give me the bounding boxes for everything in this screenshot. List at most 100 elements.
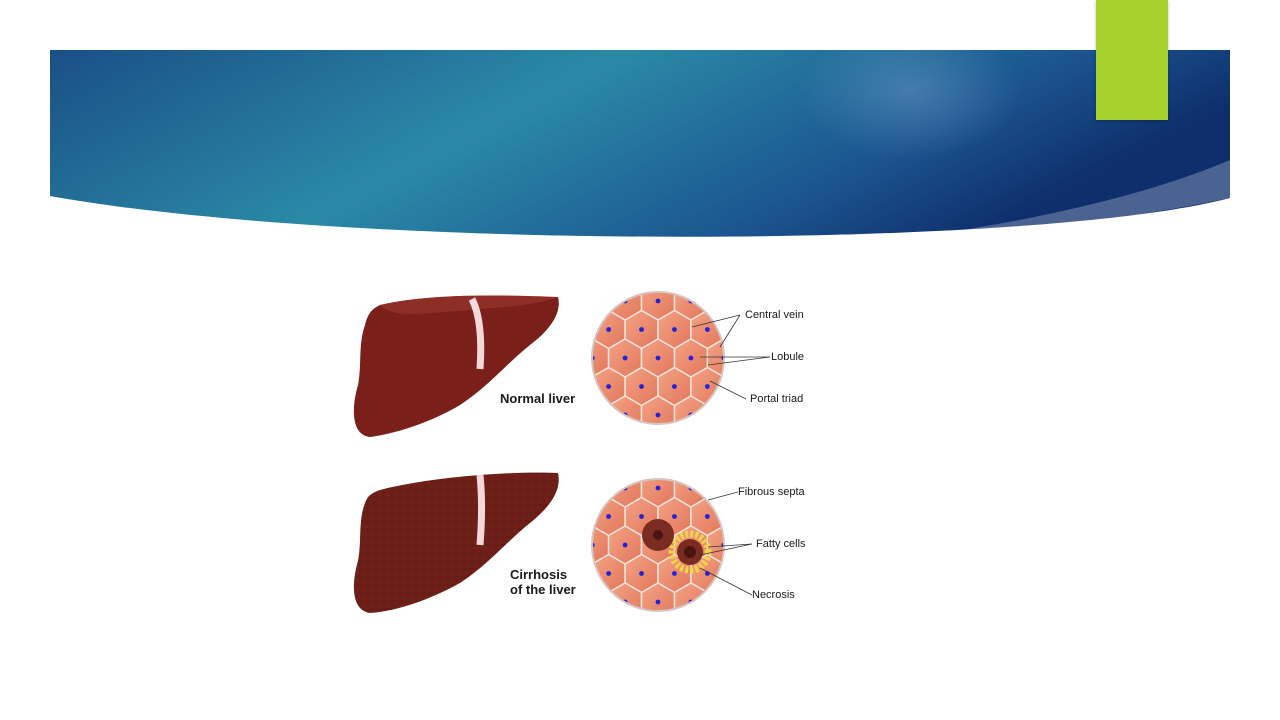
- hepatocyte-cell: [723, 496, 724, 537]
- cell-nucleus: [557, 413, 562, 418]
- hepatocyte-cell: [657, 610, 692, 611]
- cell-nucleus: [672, 514, 677, 519]
- hepatocyte-cell: [592, 479, 593, 480]
- cell-nucleus: [705, 441, 710, 446]
- cell-nucleus: [688, 355, 694, 361]
- hepatocyte-cell: [723, 610, 724, 611]
- hepatocyte-cell: [624, 479, 659, 480]
- hepatocyte-cell: [592, 479, 610, 508]
- normal-liver-title: Normal liver: [500, 391, 576, 406]
- cell-nucleus: [606, 457, 611, 462]
- cell-nucleus: [639, 441, 644, 446]
- cell-nucleus: [754, 356, 759, 361]
- hepatocyte-cell: [757, 441, 790, 479]
- cell-nucleus: [672, 441, 677, 446]
- hepatocyte-cell: [592, 423, 593, 424]
- cell-nucleus: [639, 327, 644, 332]
- cirrhosis-title-line1: Cirrhosis: [510, 567, 568, 582]
- cell-nucleus: [721, 599, 724, 605]
- cell-nucleus: [606, 327, 612, 332]
- cell-nucleus: [606, 514, 612, 519]
- hepatocyte-cell: [592, 496, 593, 537]
- header-banner: [50, 50, 1230, 237]
- hepatocyte-cell: [706, 582, 724, 611]
- cell-nucleus: [655, 412, 661, 418]
- liver-diagram-svg: [353, 291, 790, 613]
- cell-nucleus: [738, 457, 743, 462]
- cell-nucleus: [606, 384, 612, 389]
- hepatocyte-cell: [624, 423, 659, 424]
- hepatocyte-cell: [723, 423, 724, 424]
- cell-nucleus: [721, 298, 724, 304]
- hepatocyte-cell: [690, 479, 724, 480]
- hepatocyte-cell: [592, 309, 593, 350]
- cell-nucleus: [639, 457, 644, 462]
- cell-nucleus: [592, 485, 595, 491]
- hepatocyte-cell: [657, 292, 692, 293]
- cell-nucleus: [704, 384, 710, 389]
- cell-nucleus: [592, 412, 595, 418]
- cell-nucleus: [573, 514, 578, 519]
- hepatocyte-cell: [706, 479, 724, 508]
- fatty-cells-label: Fatty cells: [756, 538, 806, 550]
- cell-nucleus: [704, 514, 710, 519]
- cirrhotic-liver-icon: [353, 472, 559, 613]
- cell-nucleus: [704, 327, 710, 332]
- hepatocyte-cell: [657, 423, 692, 424]
- hepatocyte-cell: [723, 479, 724, 480]
- hepatocyte-cell: [757, 498, 790, 536]
- hepatocyte-cell: [723, 553, 724, 594]
- fibrous-septa-label: Fibrous septa: [738, 486, 805, 498]
- lobule-label: Lobule: [771, 351, 805, 363]
- cell-nucleus: [655, 485, 661, 491]
- hepatocyte-cell: [543, 339, 576, 377]
- hepatocyte-cell: [690, 292, 724, 293]
- cell-nucleus: [573, 571, 578, 576]
- cell-nucleus: [622, 355, 628, 361]
- hepatocyte-cell: [592, 610, 626, 611]
- hepatocyte-cell: [592, 479, 626, 480]
- cell-nucleus: [738, 384, 743, 389]
- hepatocyte-cell: [592, 423, 626, 424]
- hepatocyte-cell: [757, 425, 790, 463]
- cell-nucleus: [771, 441, 776, 446]
- cell-nucleus: [738, 571, 743, 576]
- liver-icon: [353, 295, 559, 437]
- cell-nucleus: [754, 413, 759, 418]
- cell-nucleus: [606, 441, 611, 446]
- cell-nucleus: [672, 384, 677, 389]
- cell-nucleus: [738, 441, 743, 446]
- hepatocyte-cell: [740, 339, 773, 377]
- cell-nucleus: [573, 457, 578, 462]
- cell-nucleus: [721, 412, 724, 418]
- hepatocyte-cell: [592, 292, 626, 293]
- hepatocyte-cell: [690, 423, 724, 424]
- hepatocyte-cell: [706, 395, 724, 424]
- hepatocyte-cell: [690, 610, 724, 611]
- hepatocyte-cell: [657, 479, 692, 480]
- cell-nucleus: [592, 298, 595, 304]
- cell-nucleus: [771, 457, 776, 462]
- cell-nucleus: [592, 599, 595, 605]
- hepatocyte-cell: [592, 395, 610, 424]
- cell-nucleus: [655, 355, 661, 361]
- cell-nucleus: [655, 599, 661, 605]
- cell-nucleus: [771, 327, 776, 332]
- cell-nucleus: [573, 327, 578, 332]
- cell-nucleus: [557, 543, 562, 548]
- cirrhosis-leader-lines: [699, 491, 753, 596]
- cell-nucleus: [622, 542, 628, 548]
- portal-triad-label: Portal triad: [750, 393, 804, 405]
- hepatocyte-cell: [624, 292, 659, 293]
- cell-nucleus: [721, 485, 724, 491]
- cell-nucleus: [557, 356, 562, 361]
- hepatocyte-cell: [624, 610, 659, 611]
- cell-nucleus: [573, 384, 578, 389]
- cell-nucleus: [639, 571, 644, 576]
- cell-nucleus: [672, 327, 677, 332]
- hepatocyte-cell: [592, 292, 593, 293]
- cell-nucleus: [771, 514, 776, 519]
- cell-nucleus: [573, 441, 578, 446]
- cell-nucleus: [639, 514, 644, 519]
- hepatocyte-cell: [757, 555, 790, 593]
